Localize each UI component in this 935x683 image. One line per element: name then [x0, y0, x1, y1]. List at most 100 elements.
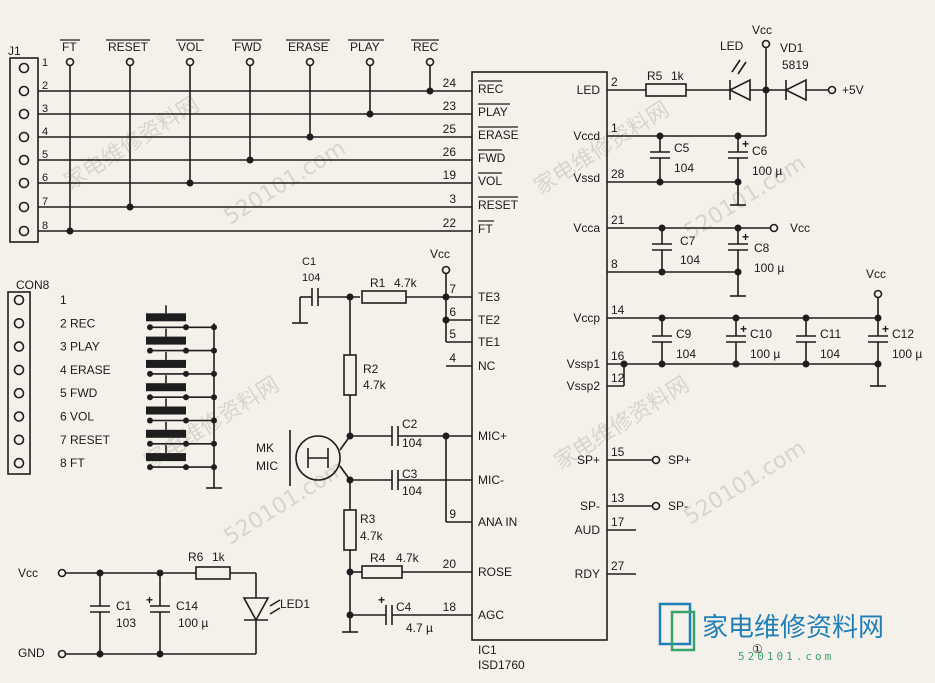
r4-label: R4 — [370, 551, 386, 565]
ic-left-pin-label: AGC — [478, 608, 504, 622]
r4-value: 4.7k — [396, 551, 420, 565]
c1-bottom-label: C1 — [116, 599, 132, 613]
ic-left-pin-label: RESET — [478, 198, 519, 212]
ic-right-pin-number: 27 — [611, 559, 625, 573]
con8-pin — [13, 434, 25, 446]
ic-right-pin-label: AUD — [575, 523, 601, 537]
push-switch — [146, 313, 186, 322]
ic-left-pin-label: VOL — [478, 174, 502, 188]
c2-label: C2 — [402, 417, 418, 431]
ic-right-pin-label: SP- — [580, 499, 600, 513]
ic-left-pin-label: REC — [478, 82, 504, 96]
switch-bank — [146, 305, 222, 489]
ic-left-pin-label: ERASE — [478, 128, 519, 142]
ic-right-pin-number: 28 — [611, 167, 625, 181]
con8-pin-label: 3 PLAY — [60, 340, 100, 354]
j1-pin-number: 4 — [42, 126, 48, 138]
ic-right-pin-number: 13 — [611, 491, 625, 505]
ic-right-pin-number: 16 — [611, 349, 625, 363]
c1-top-value: 104 — [302, 272, 320, 284]
r2-value: 4.7k — [363, 378, 387, 392]
r5-value: 1k — [671, 69, 685, 83]
ic-left-pin-number: 9 — [449, 507, 456, 521]
vccp-cap-value: 100 µ — [892, 347, 922, 361]
power-section: R5 1k LED Vcc VD1 5819 +5V C5 104 — [607, 23, 922, 575]
push-switch — [146, 406, 186, 415]
con8-pin-label: 6 VOL — [60, 410, 94, 424]
ic-left-pin-label: NC — [478, 359, 496, 373]
j1-pin-number: 7 — [42, 196, 48, 208]
c1-top-label: C1 — [302, 256, 316, 268]
c1-bottom-value: 103 — [116, 616, 136, 630]
svg-text:+: + — [882, 322, 889, 336]
con8-pin-label: 1 — [60, 293, 67, 307]
ic1-part: ISD1760 — [478, 658, 525, 672]
mic-section: C2 104 C3 104 MK MIC R3 4.7k R4 4.7k — [256, 417, 472, 635]
led1-symbol — [242, 597, 270, 622]
con8-pin — [13, 411, 25, 422]
con8-pin — [13, 364, 25, 376]
watermark-text-2: 家电维修资料网 — [530, 97, 674, 200]
ic-right-pin-number: 1 — [611, 121, 618, 135]
j1-body — [9, 57, 39, 243]
j1-pin — [18, 131, 30, 143]
j1-pin — [18, 62, 30, 74]
ic-left-pin-number: 26 — [443, 145, 457, 159]
c6-label: C6 — [752, 144, 768, 158]
c5-value: 104 — [674, 161, 694, 175]
j1-label: J1 — [8, 44, 21, 58]
j1-pin-number: 5 — [42, 149, 48, 161]
gnd-label: GND — [18, 646, 45, 660]
r1-label: R1 — [370, 276, 386, 290]
j1-pin — [18, 108, 30, 120]
ic-right-pin-number: 14 — [611, 303, 625, 317]
vccp-cap-value: 100 µ — [750, 347, 780, 361]
c7-label: C7 — [680, 234, 696, 248]
watermark-domain-4: 520101.com — [680, 436, 810, 530]
svg-text:+: + — [146, 593, 153, 607]
ic-right-pin-number: 8 — [611, 257, 618, 271]
ic-left-pin-label: TE3 — [478, 290, 500, 304]
con8-pin — [13, 341, 25, 352]
logo-domain: 520101.com — [738, 650, 834, 663]
ic-left-pin-number: 22 — [443, 216, 457, 230]
vccp-cap-label: C10 — [750, 327, 772, 341]
ic-right-pin-label: Vssd — [573, 171, 600, 185]
mic-value: MIC — [256, 459, 278, 473]
ic-left-pin-number: 6 — [449, 305, 456, 319]
con8-pin — [13, 457, 25, 469]
svg-text:+: + — [742, 137, 749, 151]
r2-label: R2 — [363, 362, 379, 376]
ic-right-pin-label: LED — [577, 83, 601, 97]
j1-pin-number: 6 — [42, 172, 48, 184]
vccp-cap-label: C12 — [892, 327, 914, 341]
watermark-domain-3: 520101.com — [220, 456, 350, 550]
vcc-bottom: Vcc — [18, 566, 38, 580]
r3-value: 4.7k — [360, 529, 384, 543]
j1-pin — [18, 201, 30, 213]
watermark-text-1: 家电维修资料网 — [60, 92, 204, 195]
mic-label: MK — [256, 441, 274, 455]
ic-right-pin-number: 12 — [611, 371, 625, 385]
ic-right-pin-label: RDY — [575, 567, 600, 581]
ic-left-pin-label: TE1 — [478, 335, 500, 349]
ic-left-pin-label: ROSE — [478, 565, 512, 579]
ic-left-pin-number: 23 — [443, 99, 457, 113]
r5-body — [645, 83, 687, 97]
vccp-cap-value: 104 — [820, 347, 840, 361]
j1-pin-number: 8 — [42, 220, 48, 232]
push-switch — [146, 359, 186, 368]
con8-body — [7, 291, 31, 475]
ic-right-pin-label: Vssp1 — [567, 357, 601, 371]
j1-pin-number: 1 — [42, 57, 48, 69]
sig-vol: VOL — [178, 40, 202, 54]
j1-pin — [18, 154, 30, 166]
svg-text:+: + — [740, 322, 747, 336]
ic1-name: IC1 — [478, 643, 497, 657]
r6-label: R6 — [188, 550, 204, 564]
ic-left-pin-number: 18 — [443, 600, 457, 614]
